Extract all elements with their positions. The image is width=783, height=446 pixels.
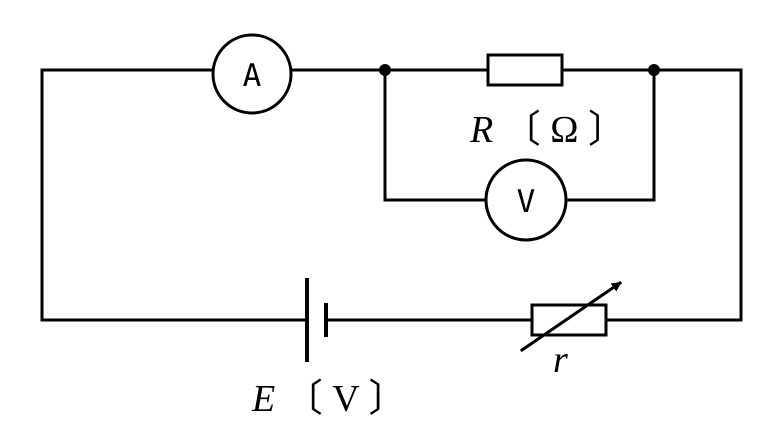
voltmeter: V xyxy=(484,158,568,242)
resistor-R-unit-open: 〔 xyxy=(503,109,541,151)
resistor-R-unit-close: 〕 xyxy=(588,109,626,151)
resistor-R-label: R 〔 Ω 〕 xyxy=(469,109,626,151)
battery-E-unit-open: 〔 xyxy=(285,378,323,420)
rheostat-box xyxy=(530,303,608,337)
resistor-R-unit: Ω xyxy=(550,109,578,151)
rheostat-arrow xyxy=(519,280,623,353)
battery-E-label: E 〔 V 〕 xyxy=(251,378,407,420)
resistor-R xyxy=(486,53,564,87)
junction-dot-left xyxy=(379,64,391,76)
ammeter-label: A xyxy=(243,58,262,94)
rheostat-r xyxy=(519,280,623,353)
battery-E-symbol: E xyxy=(251,378,275,420)
voltmeter-circle xyxy=(484,158,568,242)
battery-E-unit: V xyxy=(332,378,360,420)
ammeter: A xyxy=(211,33,293,115)
ammeter-circle xyxy=(211,33,293,115)
rheostat-r-label: r xyxy=(553,339,568,381)
battery-E xyxy=(305,278,328,362)
junction-dot-right xyxy=(648,64,660,76)
voltmeter-label: V xyxy=(517,184,536,220)
resistor-R-symbol: R xyxy=(469,109,493,151)
battery-E-unit-close: 〕 xyxy=(369,378,407,420)
